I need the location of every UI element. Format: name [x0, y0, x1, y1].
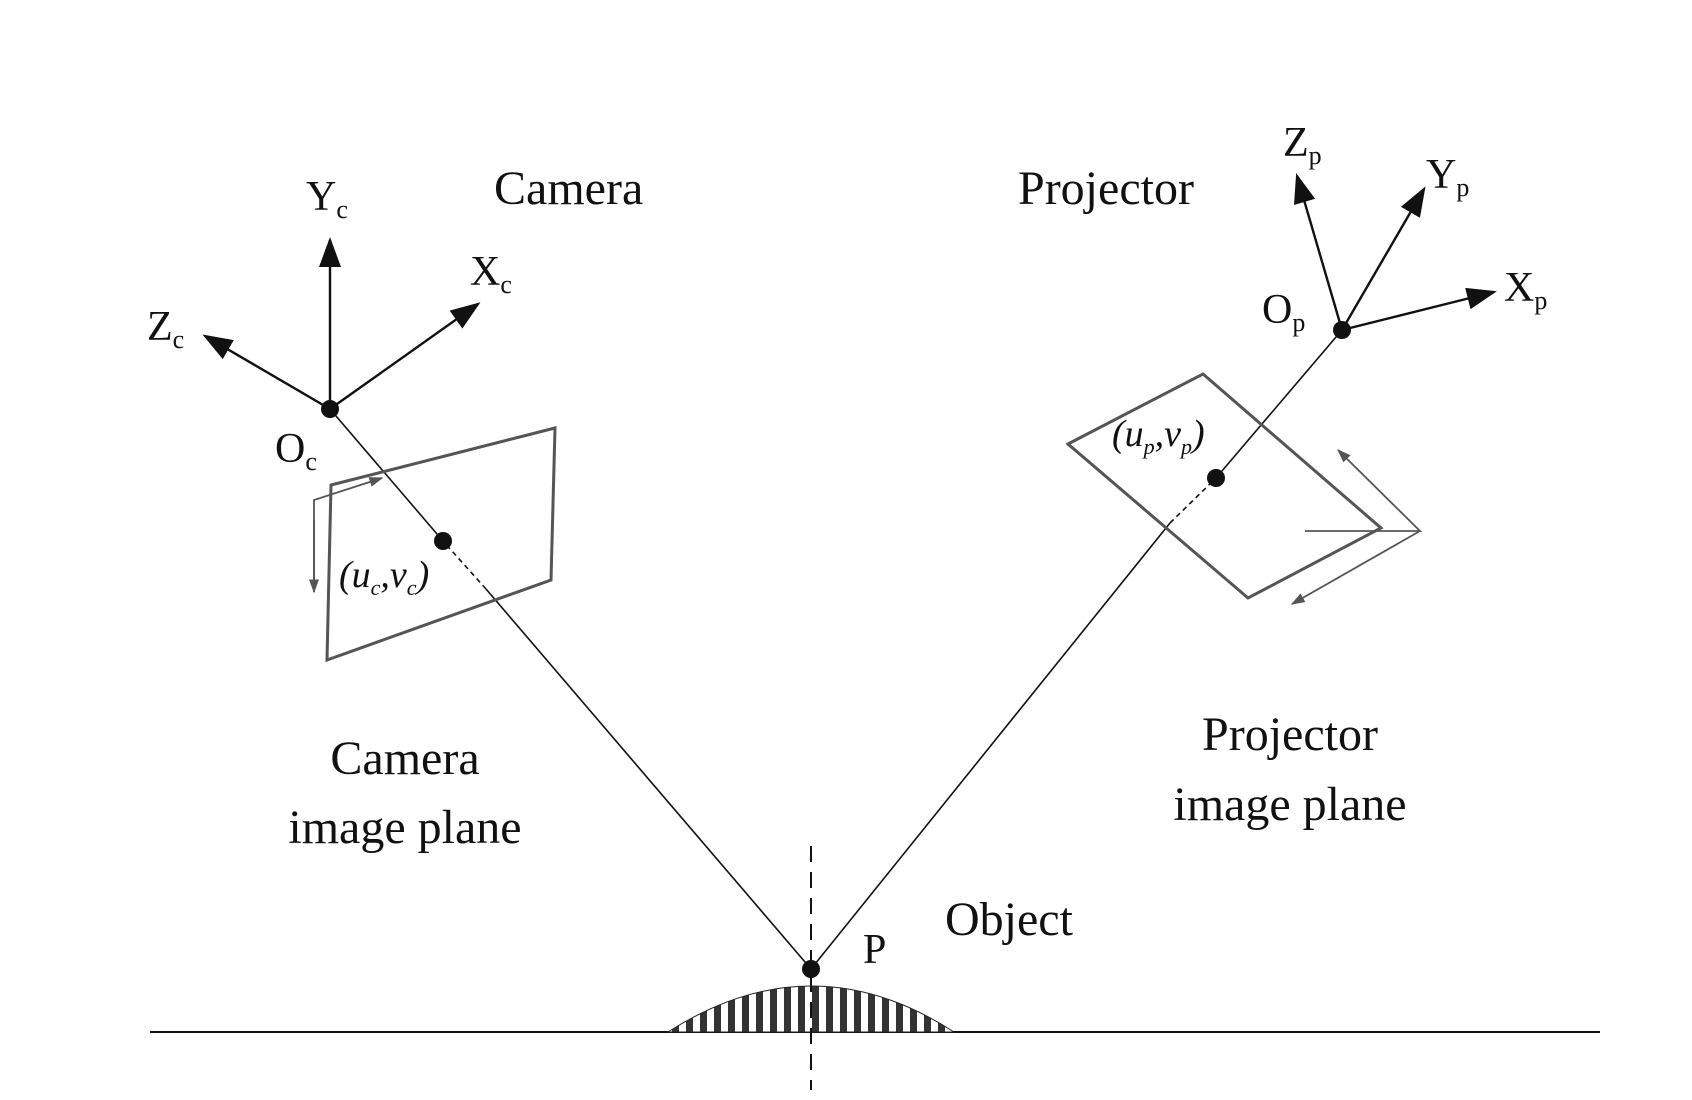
- projector-pixel-dot: [1207, 469, 1225, 487]
- projector-ray-dashed: [1169, 477, 1217, 524]
- camera-x-axis: [329, 302, 481, 410]
- camera-ray-upper: [329, 408, 444, 542]
- projector-plane-arrow-2: [1290, 530, 1421, 605]
- projector-image-plane: [1065, 372, 1384, 600]
- camera-y-label: Yc: [306, 174, 348, 224]
- camera-x-label: Xc: [470, 249, 512, 299]
- projector-plane-label-line2: image plane: [1173, 778, 1406, 831]
- camera-plane-label-line1: Camera: [330, 732, 479, 785]
- camera-image-plane: [325, 426, 557, 663]
- camera-origin-dot: [321, 400, 339, 418]
- projector-ray-upper: [1215, 329, 1343, 479]
- camera-origin-label: Oc: [275, 426, 317, 476]
- camera-ray-dashed: [442, 540, 487, 590]
- projector-origin-label: Op: [1262, 287, 1305, 337]
- projector-origin-dot: [1333, 321, 1351, 339]
- projector-y-axis: [1340, 186, 1426, 331]
- projector-plane-arrow-1: [1305, 449, 1423, 532]
- camera-title: Camera: [494, 162, 643, 215]
- projector-plane-label-line1: Projector: [1202, 708, 1378, 761]
- projector-x-label: Xp: [1504, 265, 1547, 315]
- projector-z-label: Zp: [1283, 120, 1322, 170]
- projector-ray: [810, 522, 1171, 970]
- projector-y-label: Yp: [1426, 152, 1469, 202]
- camera-plane-label-line2: image plane: [288, 801, 521, 854]
- projector-x-axis: [1341, 287, 1497, 332]
- projector-pixel-label: (up,vp): [1112, 413, 1205, 459]
- camera-z-label: Zc: [147, 304, 184, 354]
- camera-ray: [485, 588, 812, 970]
- point-p-label: P: [863, 927, 886, 973]
- camera-pixel-dot: [434, 532, 452, 550]
- camera-z-axis: [202, 334, 331, 411]
- projector-z-axis: [1294, 173, 1344, 331]
- camera-pixel-label: (uc,vc): [339, 554, 429, 600]
- object-point-dot: [802, 960, 820, 978]
- projector-title: Projector: [1018, 162, 1194, 215]
- object-label: Object: [945, 893, 1074, 946]
